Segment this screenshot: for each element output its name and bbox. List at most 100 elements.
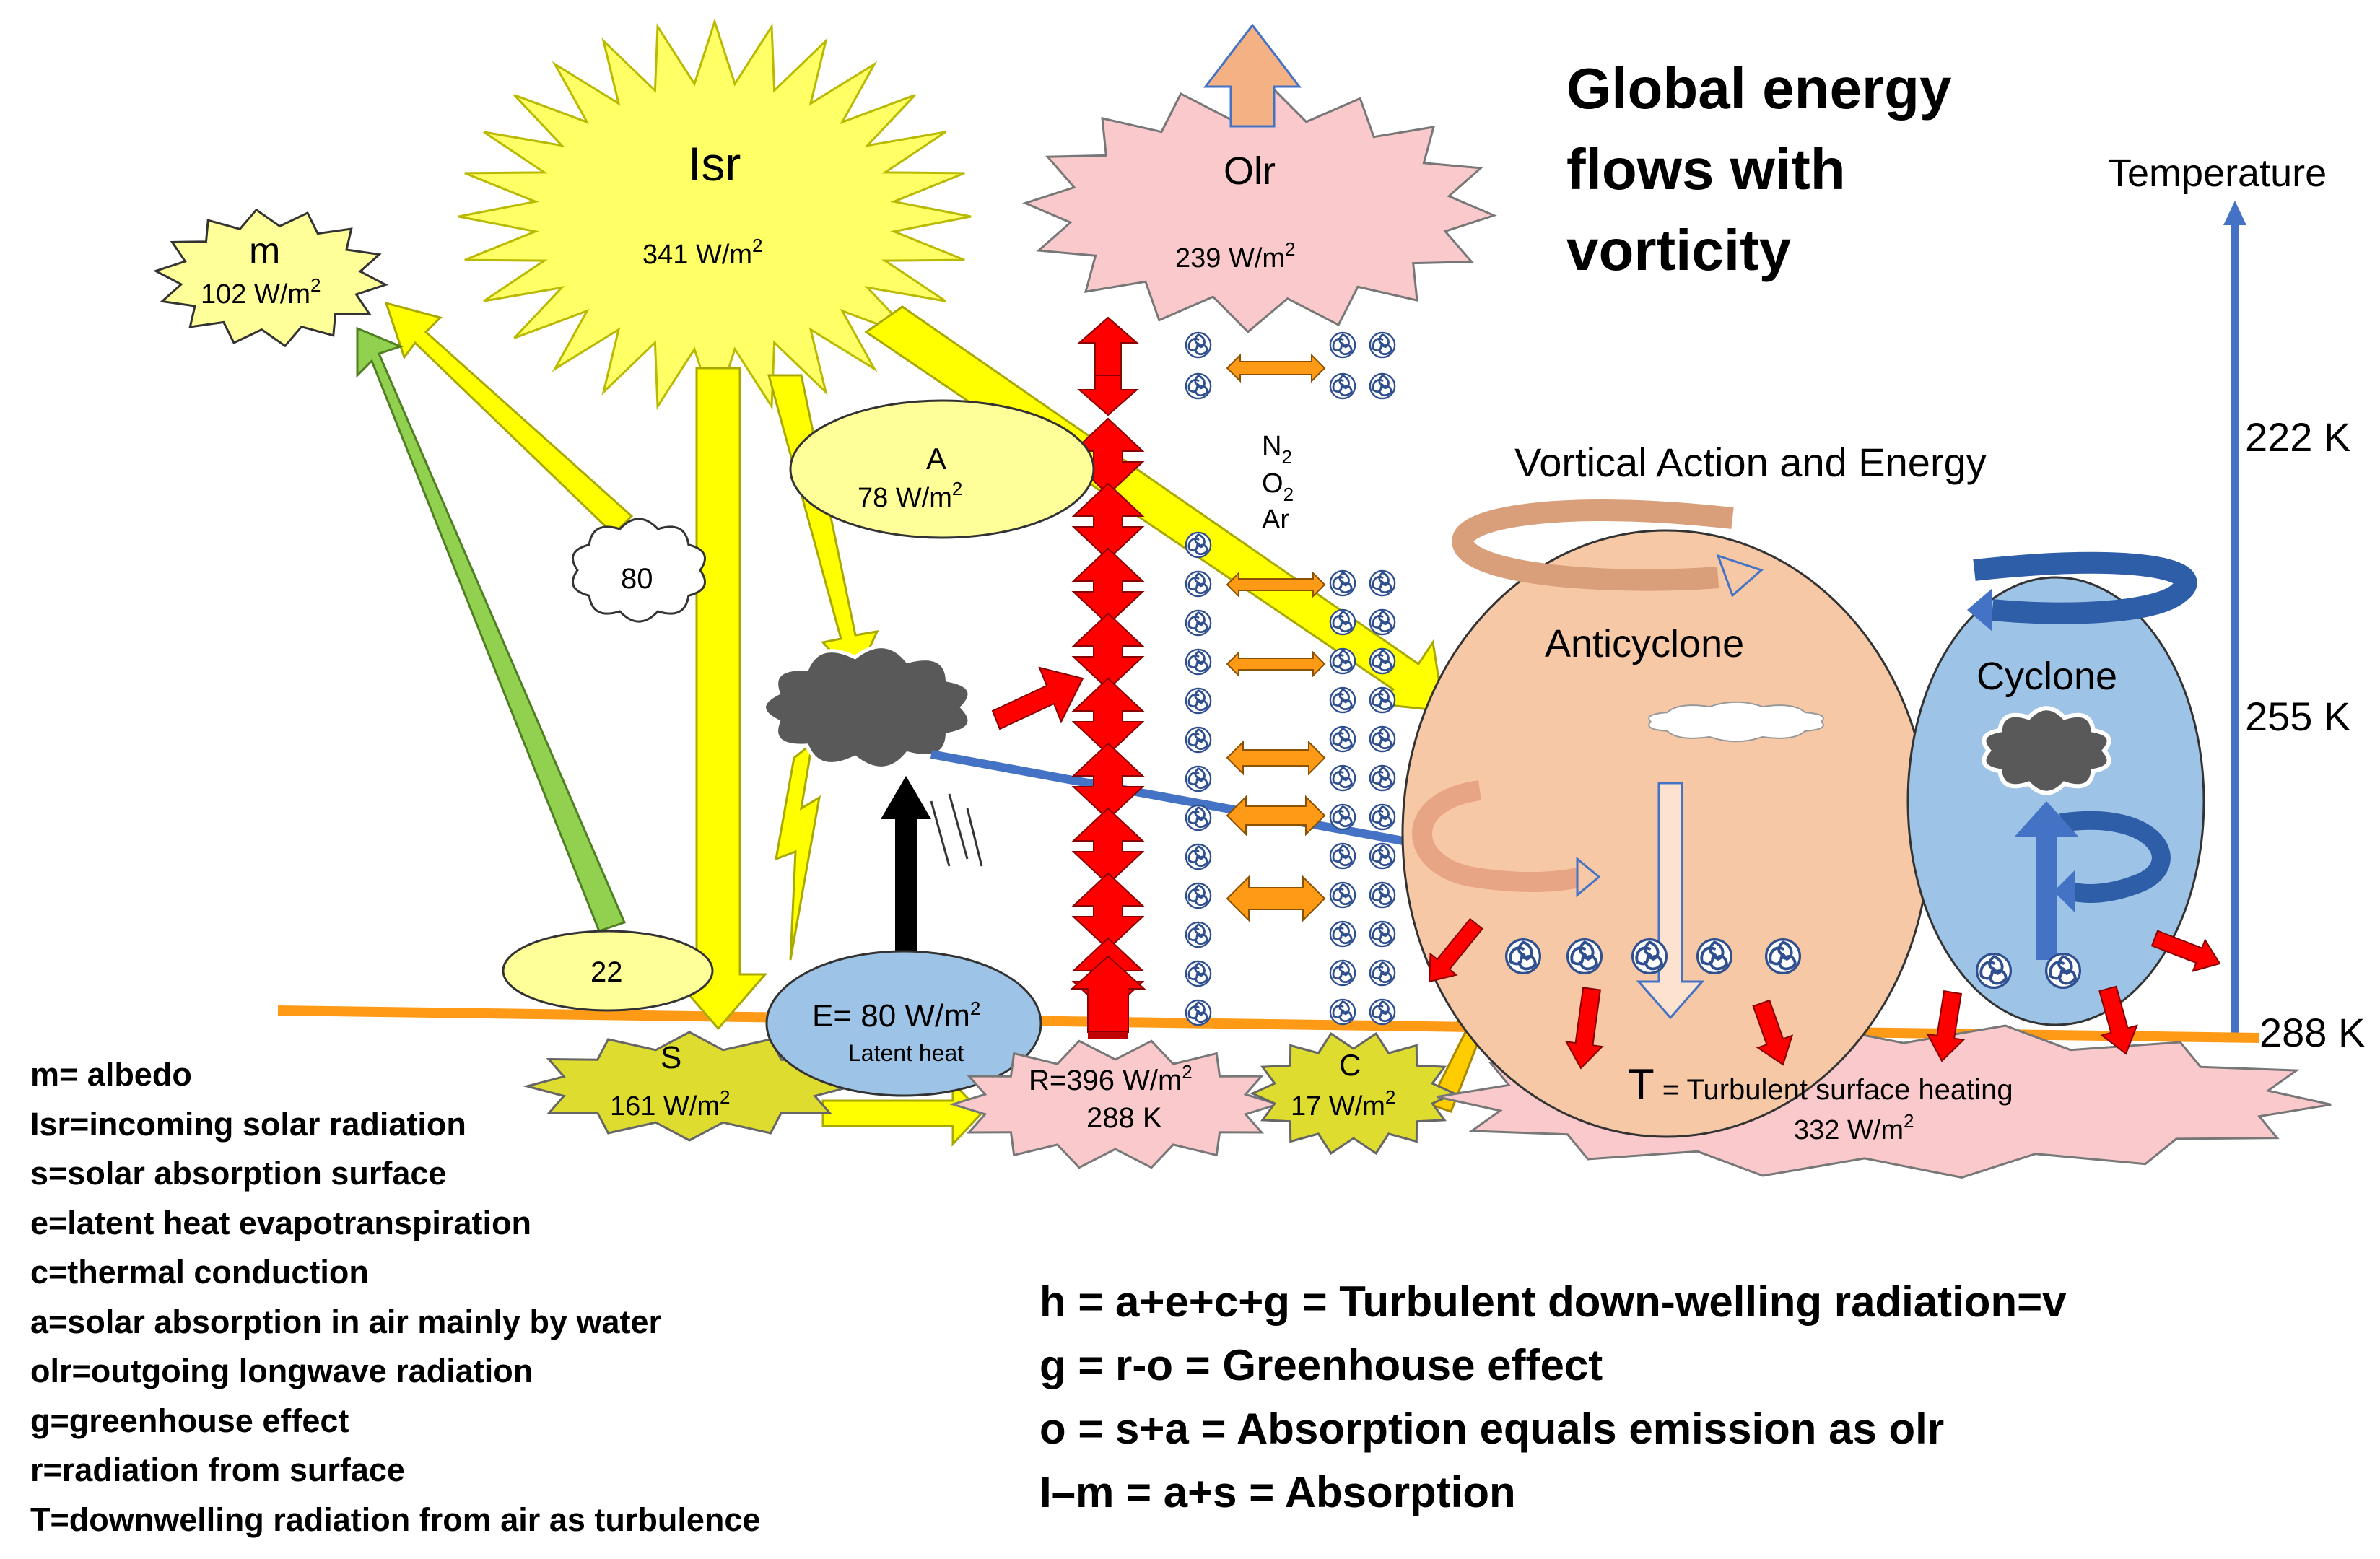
vortex-icon	[1369, 803, 1396, 831]
vortex-icon	[1185, 960, 1212, 987]
sun-label: Isr	[688, 137, 741, 191]
legend-item: olr=outgoing longwave radiation	[30, 1353, 533, 1389]
white-cloud	[572, 518, 706, 623]
orange-double-arrow	[1226, 650, 1326, 678]
gas-vortices	[1185, 331, 1396, 1026]
equations: h = a+e+c+g = Turbulent down-welling rad…	[1039, 1270, 2067, 1524]
title-line1: Global energy	[1566, 56, 1952, 121]
vortex-icon	[1185, 726, 1212, 754]
surface-absorption-label: S	[661, 1040, 681, 1075]
vortex-icon	[1185, 331, 1212, 359]
vortex-icon	[1369, 331, 1396, 359]
cloud-blue-line	[930, 750, 1416, 847]
vortex-icon	[2044, 952, 2082, 990]
vortex-icon	[1369, 686, 1396, 714]
title-line2: flows with	[1566, 137, 1846, 201]
cyclone-top-rotation-head	[1967, 588, 1992, 632]
vortex-icon	[1185, 531, 1212, 559]
orange-double-arrow	[1226, 571, 1326, 598]
vortex-icon	[1696, 938, 1733, 975]
surface-reflect-ellipse	[502, 930, 714, 1012]
vortex-icon	[1185, 609, 1212, 637]
red-heating-arrow	[1752, 999, 1794, 1066]
vortex-icon	[1329, 608, 1356, 636]
vortex-icon	[1369, 725, 1396, 753]
vortex-icon	[1329, 842, 1356, 870]
vortex-icon	[1185, 687, 1212, 715]
red-heating-arrow	[1428, 917, 1483, 983]
legend-item: c=thermal conduction	[30, 1254, 369, 1291]
atm-absorption-ellipse	[789, 399, 1095, 539]
legend-item: g=greenhouse effect	[30, 1402, 349, 1439]
surface-reflect-value: 22	[590, 956, 623, 988]
temperature-axis-arrowhead	[2223, 201, 2246, 225]
albedo-value: 102 W/m2	[201, 274, 321, 310]
vortex-icon	[1185, 921, 1212, 948]
conduction-label: C	[1339, 1048, 1361, 1082]
vortex-icon	[1369, 372, 1396, 400]
orange-double-arrow	[1226, 875, 1326, 922]
atm-absorption-label: A	[926, 442, 946, 476]
surface-radiation-line1: R=396 W/m2	[1029, 1061, 1193, 1096]
surface-absorption-value: 161 W/m2	[610, 1086, 731, 1122]
red-heating-arrow	[1926, 990, 1966, 1062]
olr-value: 239 W/m2	[1175, 238, 1296, 274]
conduction-star	[1250, 1032, 1457, 1155]
temperature-title: Temperature	[2108, 152, 2327, 195]
vortex-icon	[1369, 608, 1396, 636]
equation: g = r-o = Greenhouse effect	[1039, 1341, 1603, 1389]
rain-line	[930, 800, 951, 867]
vortex-icon	[1329, 959, 1356, 987]
cloud-to-column-arrow	[991, 666, 1084, 730]
cyclone-inner-rotation	[2059, 811, 2171, 903]
temperature-222: 222 K	[2245, 414, 2350, 460]
legend-item: a=solar absorption in air mainly by wate…	[30, 1303, 662, 1340]
turbulent-heating-line2: 332 W/m2	[1794, 1110, 1914, 1145]
ground-line	[277, 1005, 2260, 1043]
vortex-icon	[1504, 938, 1542, 975]
gas-ar: Ar	[1262, 505, 1289, 535]
latent-heat-arrow	[881, 776, 931, 964]
gas-o2: O2	[1262, 468, 1294, 505]
red-heating-arrow	[2150, 930, 2221, 972]
lightning-bolt	[775, 741, 821, 961]
albedo-label: m	[249, 230, 280, 272]
vortex-icon	[1185, 804, 1212, 831]
sun-value: 341 W/m2	[642, 235, 763, 270]
vortex-icon	[1369, 764, 1396, 792]
anticyclone-top-rotation	[1452, 499, 1734, 591]
atm-absorption-value: 78 W/m2	[858, 478, 962, 513]
exchange-arrows	[1226, 353, 1326, 922]
conduction-value: 17 W/m2	[1291, 1086, 1395, 1122]
rain-line	[966, 808, 983, 867]
vortex-icon	[1631, 938, 1668, 975]
cyclone-top-rotation	[1973, 551, 2197, 624]
albedo-star	[152, 208, 389, 348]
olr-up-arrow	[1203, 23, 1302, 128]
temperature-255: 255 K	[2245, 694, 2350, 739]
vortex-icon	[1369, 881, 1396, 909]
vortex-icon	[1975, 952, 2013, 990]
vortex-icon	[1329, 881, 1356, 909]
vortex-icon	[1369, 647, 1396, 675]
equation: I–m = a+s = Absorption	[1039, 1468, 1516, 1516]
legend-item: s=solar absorption surface	[30, 1155, 447, 1192]
cloud-reflect-arrow	[384, 301, 634, 536]
vortex-icon	[1566, 938, 1603, 975]
surface-radiation-star	[949, 1039, 1282, 1169]
vortex-icon	[1329, 647, 1356, 675]
anticyclone-label: Anticyclone	[1545, 622, 1744, 665]
vortex-icon	[1185, 882, 1212, 909]
surface-radiation-line2: 288 K	[1086, 1102, 1162, 1134]
red-arrow-base	[1088, 1032, 1128, 1039]
vortical-action-label: Vortical Action and Energy	[1514, 440, 1987, 485]
anticyclone-descent-arrow	[1636, 782, 1705, 1020]
vortex-icon	[1329, 803, 1356, 831]
equation: h = a+e+c+g = Turbulent down-welling rad…	[1039, 1278, 2067, 1326]
red-heating-arrow	[1564, 987, 1604, 1070]
vortex-icon	[1329, 569, 1356, 597]
orange-double-arrow	[1226, 795, 1326, 837]
anticyclone-cloud	[1648, 701, 1824, 743]
